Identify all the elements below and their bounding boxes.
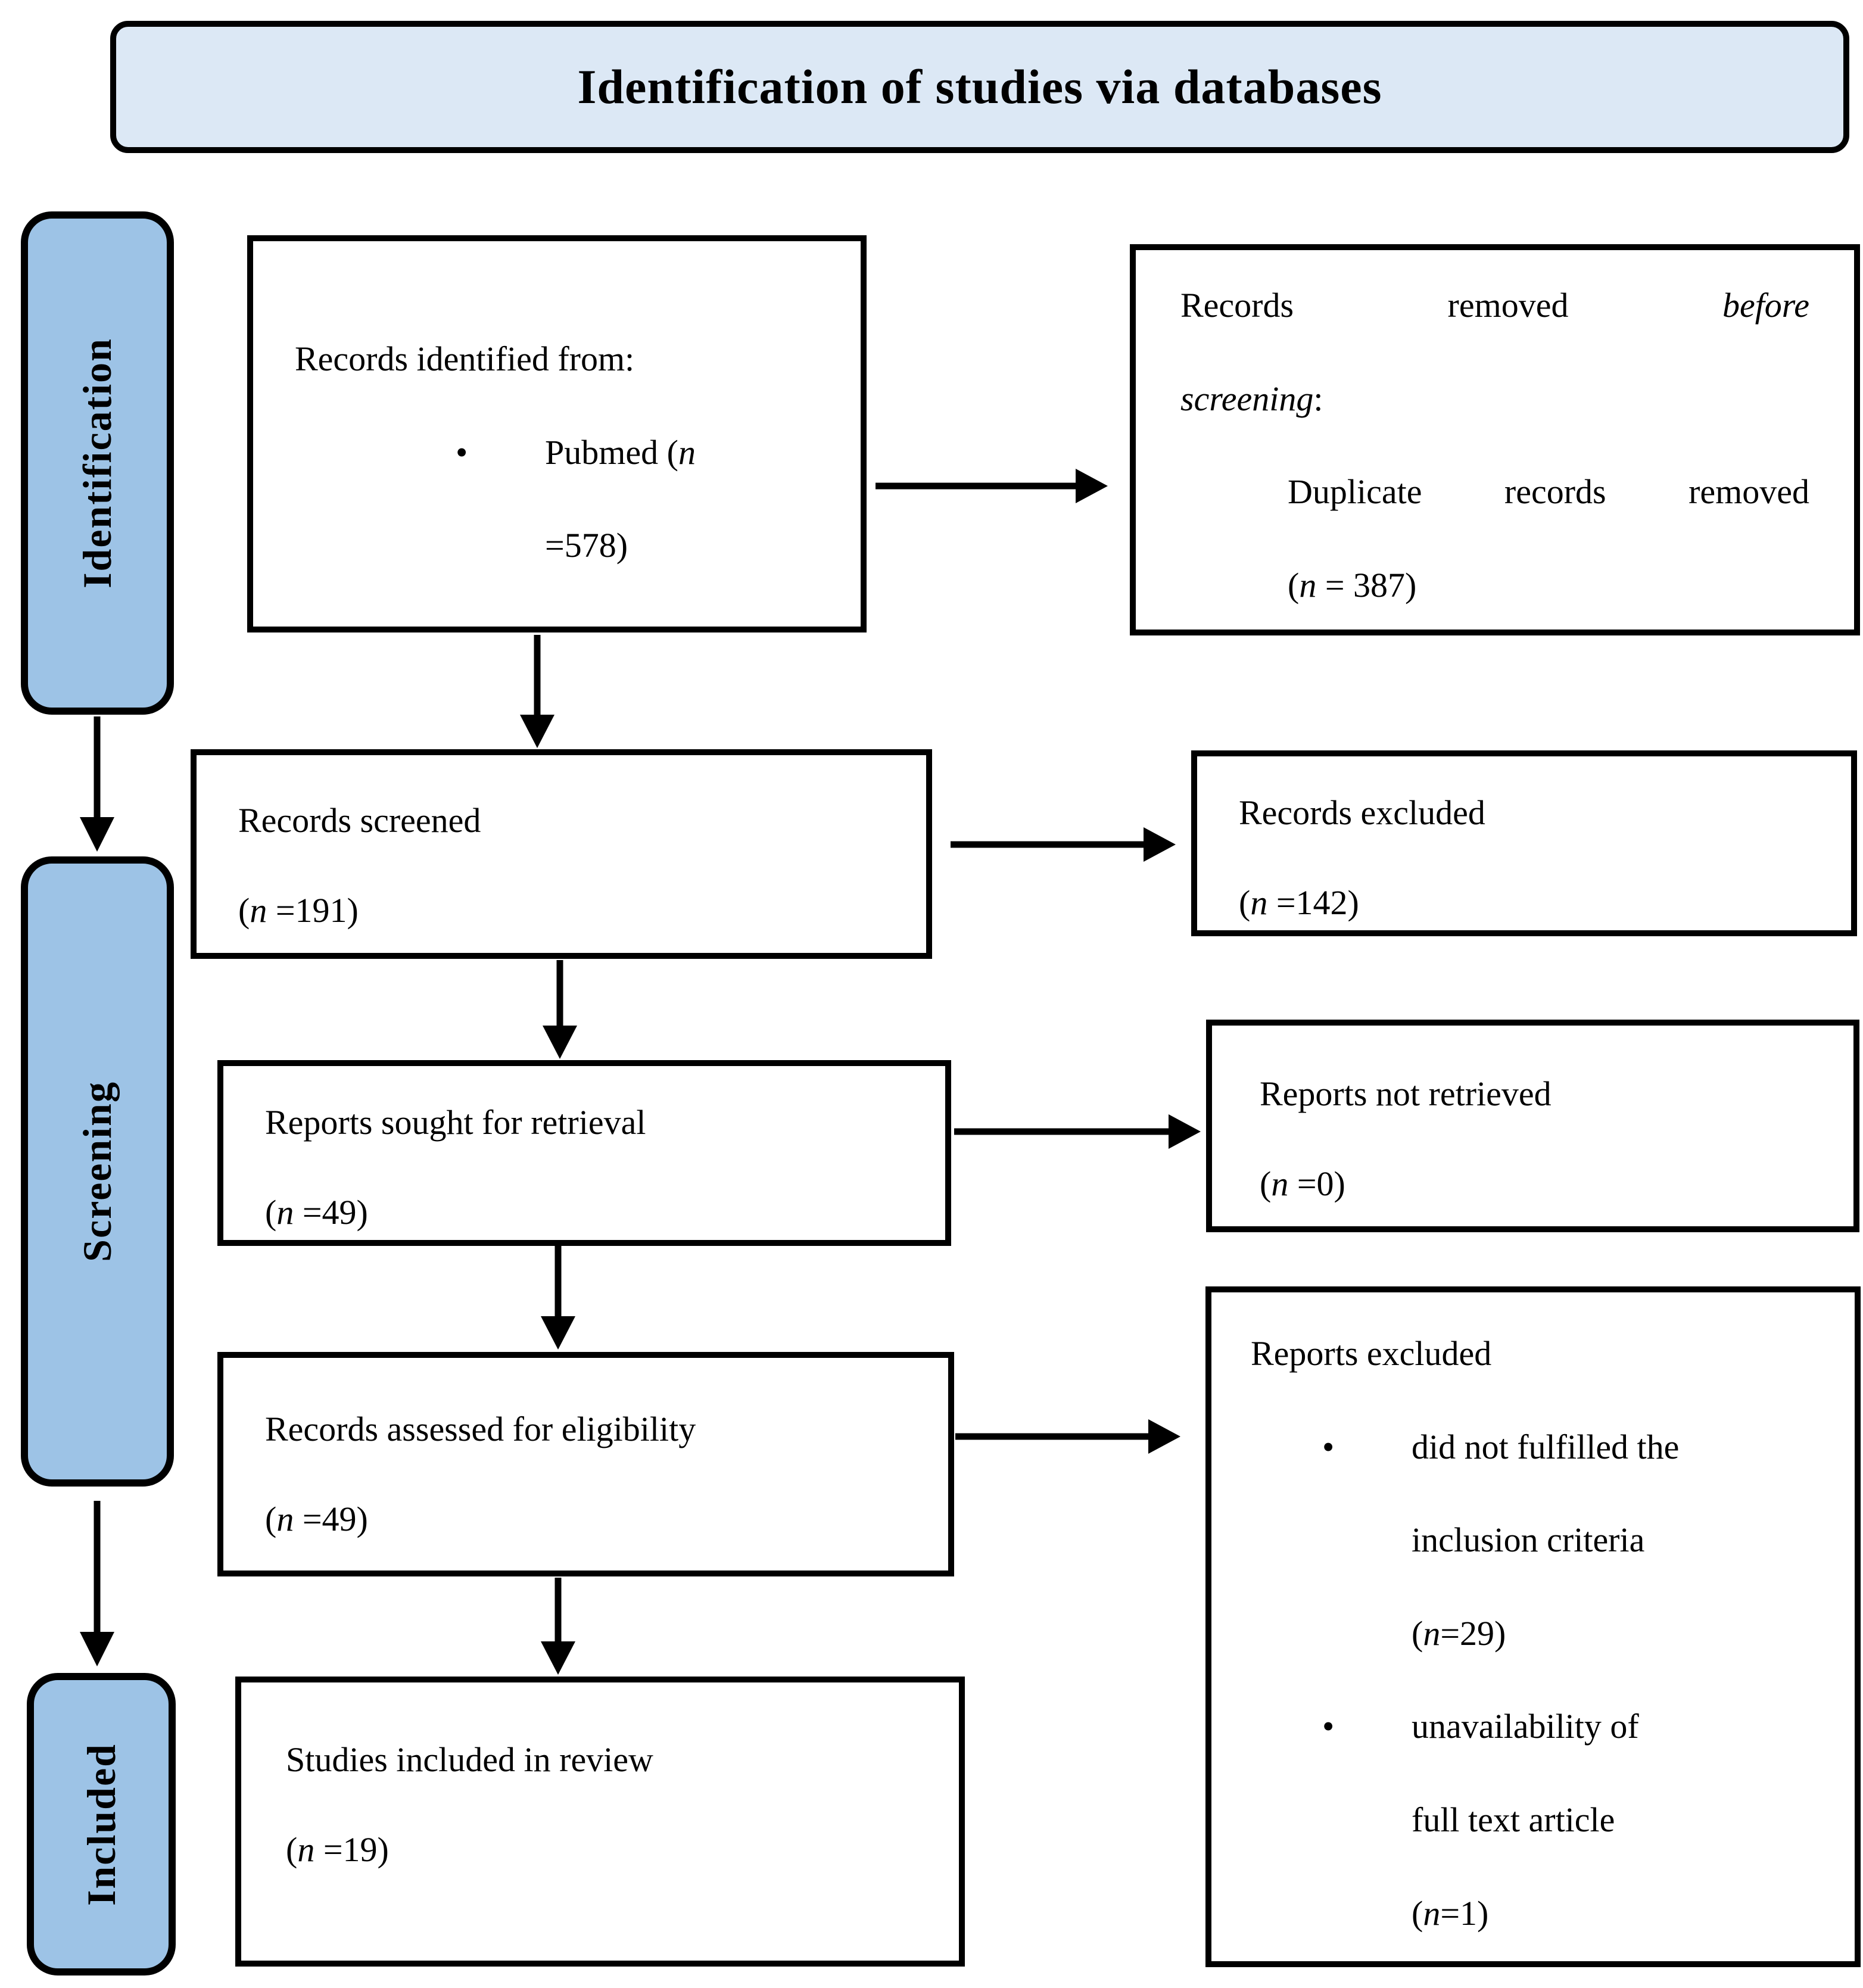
title-banner: Identification of studies via databases <box>110 21 1849 153</box>
records-assessed-count: (n =49) <box>265 1499 368 1538</box>
records-removed-line3: Duplicate records removed <box>1288 472 1809 512</box>
box-records-assessed: Records assessed for eligibility (n =49) <box>217 1352 954 1576</box>
records-removed-line2: screening: <box>1180 379 1323 418</box>
box-reports-not-retrieved: Reports not retrieved (n =0) <box>1206 1020 1859 1232</box>
down-arrow <box>541 1246 575 1350</box>
reports-not-retrieved-heading: Reports not retrieved <box>1260 1074 1552 1113</box>
right-arrow <box>954 1114 1201 1149</box>
down-arrow <box>520 635 554 748</box>
records-excluded-count: (n =142) <box>1239 883 1359 922</box>
sidebar-identification-label: Identification <box>74 338 120 588</box>
sidebar-screening-label: Screening <box>74 1081 120 1262</box>
records-identified-source: Pubmed (n <box>545 432 696 472</box>
right-arrow <box>955 1419 1180 1454</box>
reports-excluded-reason2-line2: full text article <box>1412 1800 1615 1839</box>
records-identified-count: =578) <box>545 526 628 565</box>
reports-sought-heading: Reports sought for retrieval <box>265 1103 646 1142</box>
down-arrow <box>80 1501 114 1666</box>
reports-not-retrieved-count: (n =0) <box>1260 1164 1345 1203</box>
reports-excluded-reason2-line1: unavailability of <box>1412 1707 1639 1746</box>
bullet-icon: • <box>456 432 468 472</box>
box-reports-excluded: Reports excluded • did not fulfilled the… <box>1205 1286 1861 1967</box>
reports-excluded-reason1-line2: inclusion criteria <box>1412 1520 1645 1560</box>
bullet-icon: • <box>1322 1427 1335 1466</box>
records-assessed-heading: Records assessed for eligibility <box>265 1410 696 1448</box>
box-records-screened: Records screened (n =191) <box>191 749 932 959</box>
reports-sought-count: (n =49) <box>265 1192 368 1232</box>
reports-excluded-reason2-count: (n=1) <box>1412 1893 1489 1933</box>
studies-included-heading: Studies included in review <box>286 1740 653 1779</box>
records-removed-line1: Records removed before <box>1180 286 1809 325</box>
down-arrow <box>541 1578 575 1675</box>
records-removed-count: (n = 387) <box>1288 565 1417 604</box>
sidebar-included: Included <box>27 1673 176 1975</box>
reports-excluded-reason1-line1: did not fulfilled the <box>1412 1427 1680 1466</box>
box-records-removed: Records removed before screening: Duplic… <box>1130 244 1860 635</box>
bullet-icon: • <box>1322 1707 1335 1746</box>
down-arrow <box>543 960 577 1059</box>
studies-included-count: (n =19) <box>286 1830 389 1869</box>
records-screened-heading: Records screened <box>238 801 481 840</box>
box-studies-included: Studies included in review (n =19) <box>235 1677 965 1967</box>
right-arrow <box>876 469 1108 503</box>
sidebar-identification: Identification <box>21 211 174 715</box>
right-arrow <box>951 827 1176 862</box>
box-records-identified: Records identified from: • Pubmed (n =57… <box>247 235 867 632</box>
reports-excluded-heading: Reports excluded <box>1251 1334 1492 1373</box>
records-screened-count: (n =191) <box>238 890 359 930</box>
down-arrow <box>80 716 114 852</box>
sidebar-included-label: Included <box>78 1743 124 1906</box>
reports-excluded-reason1-count: (n=29) <box>1412 1613 1506 1653</box>
records-identified-heading: Records identified from: <box>295 339 635 378</box>
diagram-title: Identification of studies via databases <box>577 60 1382 114</box>
box-records-excluded: Records excluded (n =142) <box>1191 750 1857 936</box>
sidebar-screening: Screening <box>21 856 174 1487</box>
records-excluded-heading: Records excluded <box>1239 793 1485 832</box>
box-reports-sought: Reports sought for retrieval (n =49) <box>217 1060 951 1246</box>
